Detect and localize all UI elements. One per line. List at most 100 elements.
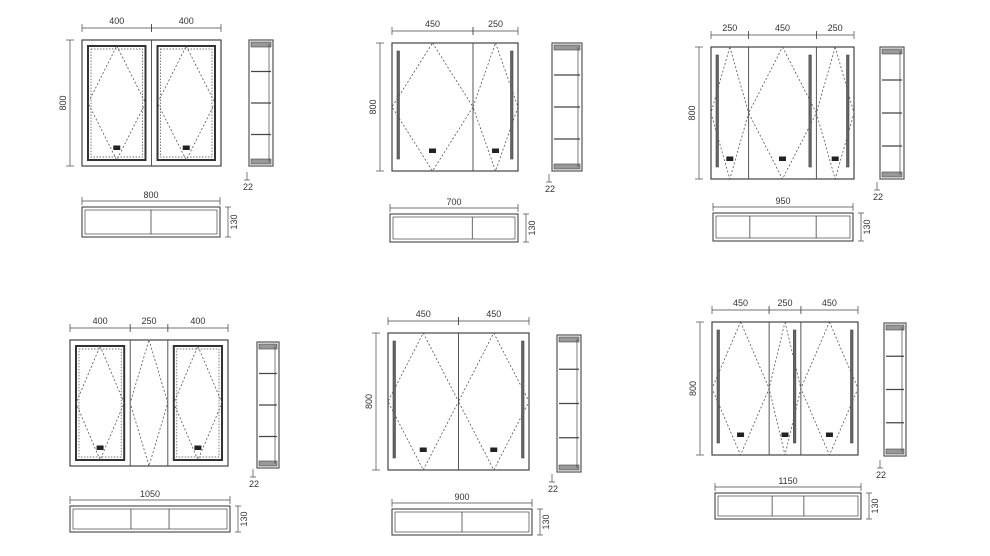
cabinet-1-side-profile	[248, 39, 274, 167]
cabinet-3-segment-3-sensor-icon	[831, 156, 839, 161]
cabinet-2-plan-inner	[392, 216, 516, 240]
cabinet-2-plan-height-label: 130	[527, 220, 537, 235]
cabinet-4-segment-1-width-label: 400	[93, 316, 108, 326]
cabinet-6-segment-3-width-label: 450	[822, 298, 837, 308]
cabinet-3-depth-label: 22	[873, 192, 883, 202]
cabinet-4-segment-3-mirror-frame	[172, 345, 223, 461]
cabinet-1-plan-view	[81, 206, 221, 238]
cabinet-2-total-width-label: 700	[446, 197, 461, 207]
cabinet-3-segment-2-led-strip	[808, 54, 812, 168]
cabinet-5-plan-height-label: 130	[541, 514, 551, 529]
cabinet-5-segment-2-led-strip	[521, 340, 525, 459]
cabinet-6-depth-label: 22	[876, 470, 886, 480]
cabinet-4-plan-height-label: 130	[239, 511, 249, 526]
cabinet-6-segment-2-led-strip	[793, 329, 797, 444]
cabinet-1-segment-2-diamond-guide	[157, 45, 216, 161]
cabinet-3-plan-inner	[715, 215, 851, 239]
cabinet-4-segment-2-diamond-guide	[129, 338, 169, 468]
cabinet-3-side-profile	[879, 46, 905, 180]
cabinet-1-segment-1-diamond-guide	[87, 45, 146, 161]
cabinet-5-side-profile	[556, 334, 582, 473]
cabinet-6-total-width-label: 1150	[778, 476, 797, 486]
cabinet-2-side-bottom-hatch	[553, 163, 581, 170]
cabinet-3-segment-1-led-strip	[715, 54, 719, 168]
cabinet-6-segment-3-led-strip	[850, 329, 854, 444]
cabinet-3-segment-3-width-label: 250	[828, 23, 843, 33]
cabinet-2-segment-2-led-strip	[510, 50, 514, 160]
cabinet-5-segment-1-sensor-icon	[419, 447, 427, 452]
cabinet-5-segment-2-diamond-guide	[458, 332, 530, 471]
cabinet-4-total-width-label: 1050	[140, 489, 160, 499]
cabinet-6-height-label: 800	[688, 381, 698, 396]
cabinet-4-side-bottom-hatch	[258, 460, 278, 467]
cabinet-1-height-label: 800	[58, 95, 68, 110]
cabinet-4-segment-3-diamond-guide	[173, 344, 223, 462]
cabinet-3-segment-2-width-label: 450	[775, 23, 790, 33]
cabinet-5-plan-view	[391, 508, 533, 536]
cabinet-2-depth-label: 22	[545, 184, 555, 194]
cabinet-6-segment-1-sensor-icon	[737, 432, 745, 437]
cabinet-1-segment-2-sensor-icon	[182, 145, 190, 150]
cabinet-3-group: 250 450 250 800 22 950 130	[687, 23, 905, 242]
cabinet-5-depth-label: 22	[548, 484, 558, 494]
cabinet-4-front	[69, 339, 229, 467]
cabinet-6-segment-1-width-label: 450	[733, 298, 748, 308]
cabinet-6-segment-2-sensor-icon	[781, 432, 789, 437]
cabinet-5-segment-1-diamond-guide	[387, 332, 459, 471]
cabinet-2-segment-1-sensor-icon	[429, 148, 436, 153]
cabinet-2-plan-view	[389, 213, 519, 243]
cabinet-4-segment-1-mirror-inner	[78, 348, 122, 458]
cabinet-4-depth-label: 22	[249, 479, 259, 489]
cabinet-3-segment-1-width-label: 250	[722, 23, 737, 33]
cabinet-2-side-top-hatch	[553, 44, 581, 51]
cabinet-2-segment-2-sensor-icon	[492, 148, 499, 153]
cabinet-6-segment-3-diamond-guide	[800, 320, 859, 457]
cabinet-6-plan-inner	[717, 495, 859, 517]
cabinet-5-side-top-hatch	[558, 336, 580, 343]
cabinet-4-side-top-hatch	[258, 343, 278, 350]
cabinet-1-segment-1-sensor-icon	[113, 145, 121, 150]
cabinet-4-segment-1-mirror-frame	[75, 345, 126, 461]
cabinet-3-side-top-hatch	[881, 48, 903, 55]
cabinet-6-segment-1-diamond-guide	[711, 320, 770, 457]
cabinet-1-side-bottom-hatch	[250, 158, 272, 165]
cabinet-3-height-label: 800	[687, 105, 697, 120]
cabinet-6-segment-2-width-label: 250	[777, 298, 792, 308]
cabinet-2-segment-2-width-label: 250	[488, 19, 503, 29]
cabinet-3-segment-2-diamond-guide	[748, 46, 817, 180]
cabinet-6-side-bottom-hatch	[885, 448, 905, 455]
cabinet-1-total-width-label: 800	[143, 190, 158, 200]
cabinet-5-segment-1-width-label: 450	[416, 309, 431, 319]
cabinet-1-segment-2-mirror-inner	[160, 48, 213, 158]
cabinet-4-plan-view	[69, 505, 231, 533]
cabinet-3-segment-3-led-strip	[846, 54, 850, 168]
cabinet-6-segment-3-sensor-icon	[825, 432, 833, 437]
cabinet-2-segment-1-diamond-guide	[391, 42, 474, 172]
cabinet-5-segment-2-sensor-icon	[490, 447, 498, 452]
cabinet-2-side-profile	[551, 42, 583, 172]
cabinet-3-total-width-label: 950	[775, 196, 790, 206]
cabinet-4-side-profile	[256, 341, 280, 469]
cabinet-4-segment-1-diamond-guide	[75, 344, 125, 462]
cabinet-3-segment-1-sensor-icon	[726, 156, 734, 161]
cabinet-6-side-profile	[883, 322, 907, 457]
cabinet-3-segment-2-sensor-icon	[779, 156, 786, 161]
cabinet-1-segment-1-width-label: 400	[109, 16, 124, 26]
cabinet-3-plan-view	[712, 212, 854, 242]
cabinet-2-segment-1-width-label: 450	[425, 19, 440, 29]
cabinet-3-plan-height-label: 130	[862, 219, 872, 234]
cabinet-1-segment-2-width-label: 400	[179, 16, 194, 26]
cabinet-1-plan-height-label: 130	[229, 214, 239, 229]
cabinet-2-segment-1-led-strip	[396, 50, 400, 160]
cabinet-6-segment-1-led-strip	[716, 329, 720, 444]
cabinet-3-side-bottom-hatch	[881, 171, 903, 178]
cabinet-5-height-label: 800	[364, 394, 374, 409]
cabinet-2-front	[391, 42, 519, 172]
cabinet-5-segment-2-width-label: 450	[486, 309, 501, 319]
